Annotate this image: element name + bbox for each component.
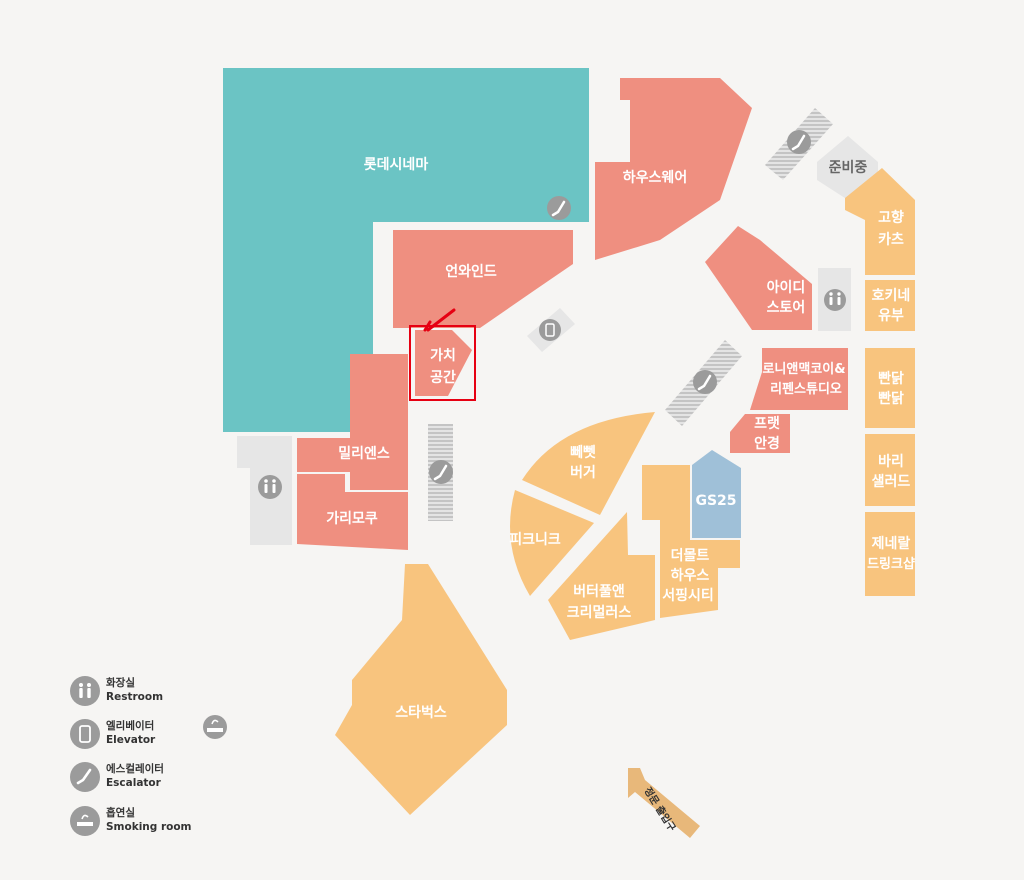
legend-label-ko: 흡연실 bbox=[106, 807, 135, 819]
svg-text:버거: 버거 bbox=[570, 464, 596, 481]
legend-label-en: Smoking room bbox=[106, 821, 192, 833]
svg-text:가치: 가치 bbox=[430, 348, 456, 364]
svg-text:밀리엔스: 밀리엔스 bbox=[338, 445, 390, 462]
svg-text:제네랄: 제네랄 bbox=[872, 536, 911, 552]
escalator-icon bbox=[551, 200, 566, 217]
escalator-top bbox=[765, 108, 833, 180]
escalator-icon bbox=[433, 464, 448, 481]
svg-text:프랫: 프랫 bbox=[754, 415, 780, 432]
store-gachi-gonggan[interactable]: 가치 공간 bbox=[415, 330, 472, 396]
svg-text:빤닭: 빤닭 bbox=[878, 390, 904, 407]
store-garimoku[interactable]: 가리모쿠 bbox=[297, 474, 408, 550]
highlight-box bbox=[409, 325, 476, 401]
store-bbandak[interactable]: 빤닭 빤닭 bbox=[865, 348, 915, 428]
svg-text:로니앤맥코이&: 로니앤맥코이& bbox=[762, 361, 845, 377]
restroom-area-right bbox=[818, 268, 851, 331]
svg-text:GS25: GS25 bbox=[695, 493, 736, 509]
legend-label-en: Escalator bbox=[106, 777, 161, 789]
svg-text:안경: 안경 bbox=[754, 435, 780, 452]
store-frat-glasses[interactable]: 프랫 안경 bbox=[730, 414, 790, 453]
legend-label-en: Elevator bbox=[106, 734, 156, 746]
escalator-icon bbox=[791, 134, 806, 151]
store-unwind[interactable]: 언와인드 bbox=[393, 230, 573, 328]
store-gs25[interactable]: GS25 bbox=[692, 450, 741, 538]
elevator-icon bbox=[70, 719, 100, 749]
legend-label-ko: 엘리베이터 bbox=[106, 720, 155, 732]
escalator-cinema bbox=[547, 196, 571, 220]
svg-text:스타벅스: 스타벅스 bbox=[395, 704, 447, 721]
svg-text:더몰트: 더몰트 bbox=[671, 548, 710, 564]
svg-text:유부: 유부 bbox=[878, 308, 904, 324]
svg-text:하우스: 하우스 bbox=[671, 567, 710, 584]
check-mark bbox=[423, 308, 456, 332]
store-butterpool-creamolus[interactable]: 버터풀앤 크리멀러스 bbox=[548, 512, 655, 640]
svg-text:롯데시네마: 롯데시네마 bbox=[364, 157, 429, 173]
store-tumult-house[interactable]: 더몰트 하우스 서핑시티 bbox=[642, 465, 740, 618]
svg-text:호키네: 호키네 bbox=[872, 288, 911, 304]
svg-text:빤닭: 빤닭 bbox=[878, 370, 904, 387]
smoking-room-icon bbox=[207, 728, 223, 732]
store-house-wear[interactable]: 하우스웨어 bbox=[595, 78, 752, 260]
svg-text:리펜스튜디오: 리펜스튜디오 bbox=[770, 381, 842, 397]
restroom-icon bbox=[264, 479, 276, 493]
store-millience[interactable]: 밀리엔스 bbox=[297, 354, 408, 490]
svg-text:공간: 공간 bbox=[430, 369, 456, 386]
store-id-store[interactable]: 아이디 스토어 bbox=[705, 226, 812, 330]
restroom-area-left bbox=[237, 436, 292, 545]
store-bari-salad[interactable]: 바리 샐러드 bbox=[865, 434, 915, 506]
restroom-icon bbox=[829, 292, 841, 305]
store-lotte-cinema[interactable]: 롯데시네마 bbox=[223, 68, 589, 432]
svg-text:크리멀러스: 크리멀러스 bbox=[567, 605, 632, 621]
elevator-icon bbox=[545, 323, 555, 337]
store-hokine-yubu[interactable]: 호키네 유부 bbox=[865, 280, 915, 331]
store-starbucks[interactable]: 스타벅스 bbox=[335, 564, 507, 815]
svg-text:가리모쿠: 가리모쿠 bbox=[326, 511, 378, 527]
svg-text:준비중: 준비중 bbox=[829, 160, 868, 176]
store-ronnie-mccoy[interactable]: 로니앤맥코이& 리펜스튜디오 bbox=[750, 348, 848, 410]
escalator-left bbox=[428, 424, 453, 521]
store-general-drink-shop[interactable]: 제네랄 드링크샵 bbox=[865, 512, 915, 596]
svg-text:샐러드: 샐러드 bbox=[872, 473, 911, 490]
svg-text:아이디: 아이디 bbox=[767, 279, 806, 296]
escalator-icon bbox=[697, 374, 712, 391]
store-gohyang-katsu[interactable]: 고향 카츠 bbox=[845, 168, 915, 275]
svg-text:하우스웨어: 하우스웨어 bbox=[623, 169, 687, 186]
svg-text:고향: 고향 bbox=[878, 209, 904, 226]
legend-label-ko: 화장실 bbox=[106, 677, 135, 689]
legend-label-en: Restroom bbox=[106, 691, 164, 703]
svg-text:버터풀앤: 버터풀앤 bbox=[573, 583, 625, 600]
svg-text:드링크샵: 드링크샵 bbox=[867, 557, 915, 572]
legend-label-ko: 에스컬레이터 bbox=[106, 763, 164, 775]
smoking-room-icon bbox=[70, 806, 100, 836]
store-bbet-burger[interactable]: 뻬뻿 버거 bbox=[522, 412, 655, 515]
svg-text:스토어: 스토어 bbox=[767, 299, 806, 316]
store-picnic[interactable]: 피크니크 bbox=[509, 490, 594, 596]
elevator-area bbox=[527, 308, 575, 352]
svg-text:카츠: 카츠 bbox=[878, 232, 904, 248]
main-entrance-arrow: 정문 출입구 bbox=[628, 768, 700, 838]
svg-text:피크니크: 피크니크 bbox=[509, 532, 561, 548]
svg-text:바리: 바리 bbox=[878, 454, 904, 470]
restroom-icon bbox=[70, 676, 100, 706]
svg-text:서핑시티: 서핑시티 bbox=[662, 587, 714, 604]
escalator-icon bbox=[70, 762, 100, 792]
svg-text:뻬뻿: 뻬뻿 bbox=[570, 445, 596, 461]
escalator-center bbox=[665, 340, 742, 426]
smoking-room-marker bbox=[203, 715, 227, 739]
svg-text:언와인드: 언와인드 bbox=[445, 263, 497, 280]
